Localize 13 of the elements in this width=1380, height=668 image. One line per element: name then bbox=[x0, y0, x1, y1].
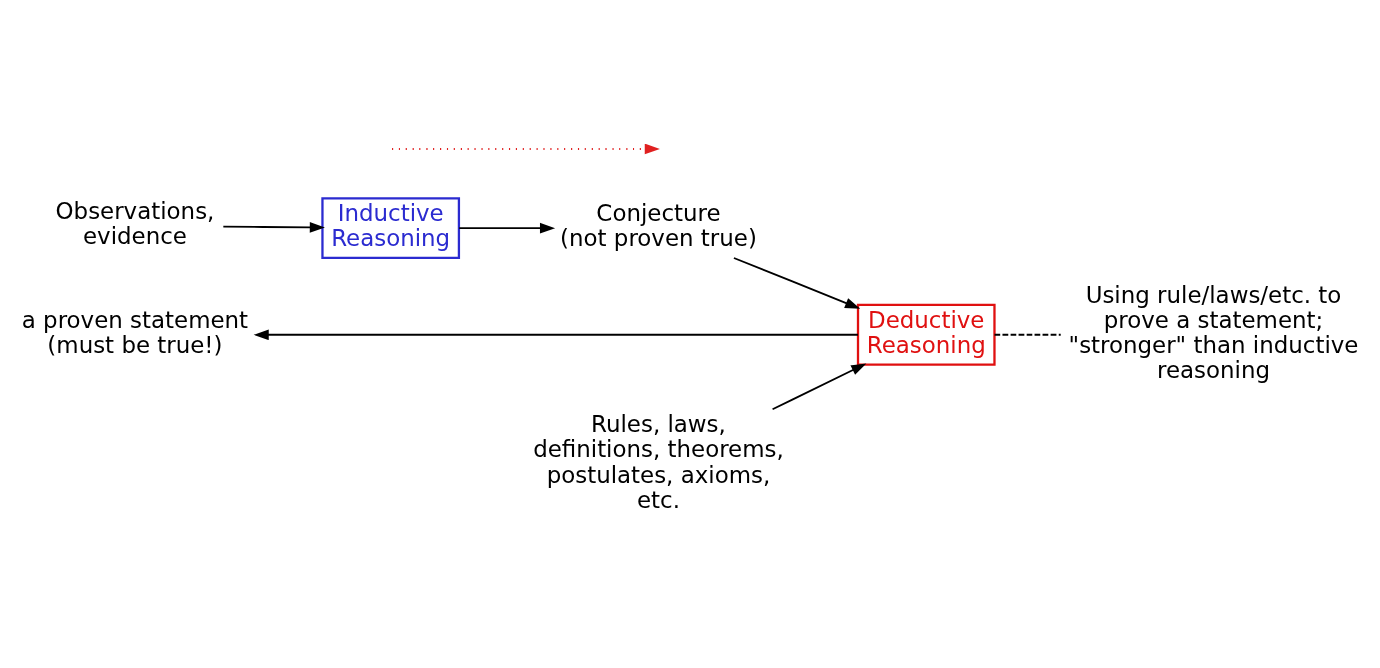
node-box: Deductive Reasoning bbox=[856, 303, 996, 366]
node-text: Observations, evidence bbox=[55, 197, 215, 250]
arrow bbox=[458, 222, 556, 234]
node-text: a proven statement (must be true!) bbox=[21, 306, 249, 359]
node-text: Using rule/laws/etc. to prove a statement; "stronger" than inductive reasoning bbox=[1068, 281, 1359, 384]
node-text: Conjecture (not proven true) bbox=[560, 200, 757, 252]
connector bbox=[993, 333, 1062, 336]
arrow bbox=[771, 363, 867, 411]
arrow bbox=[733, 257, 861, 309]
arrow bbox=[253, 329, 859, 341]
node-box: Inductive Reasoning bbox=[321, 197, 461, 260]
arrow bbox=[222, 222, 325, 233]
node-text: Rules, laws, definitions, theorems, postulates, axioms, etc. bbox=[533, 411, 784, 513]
